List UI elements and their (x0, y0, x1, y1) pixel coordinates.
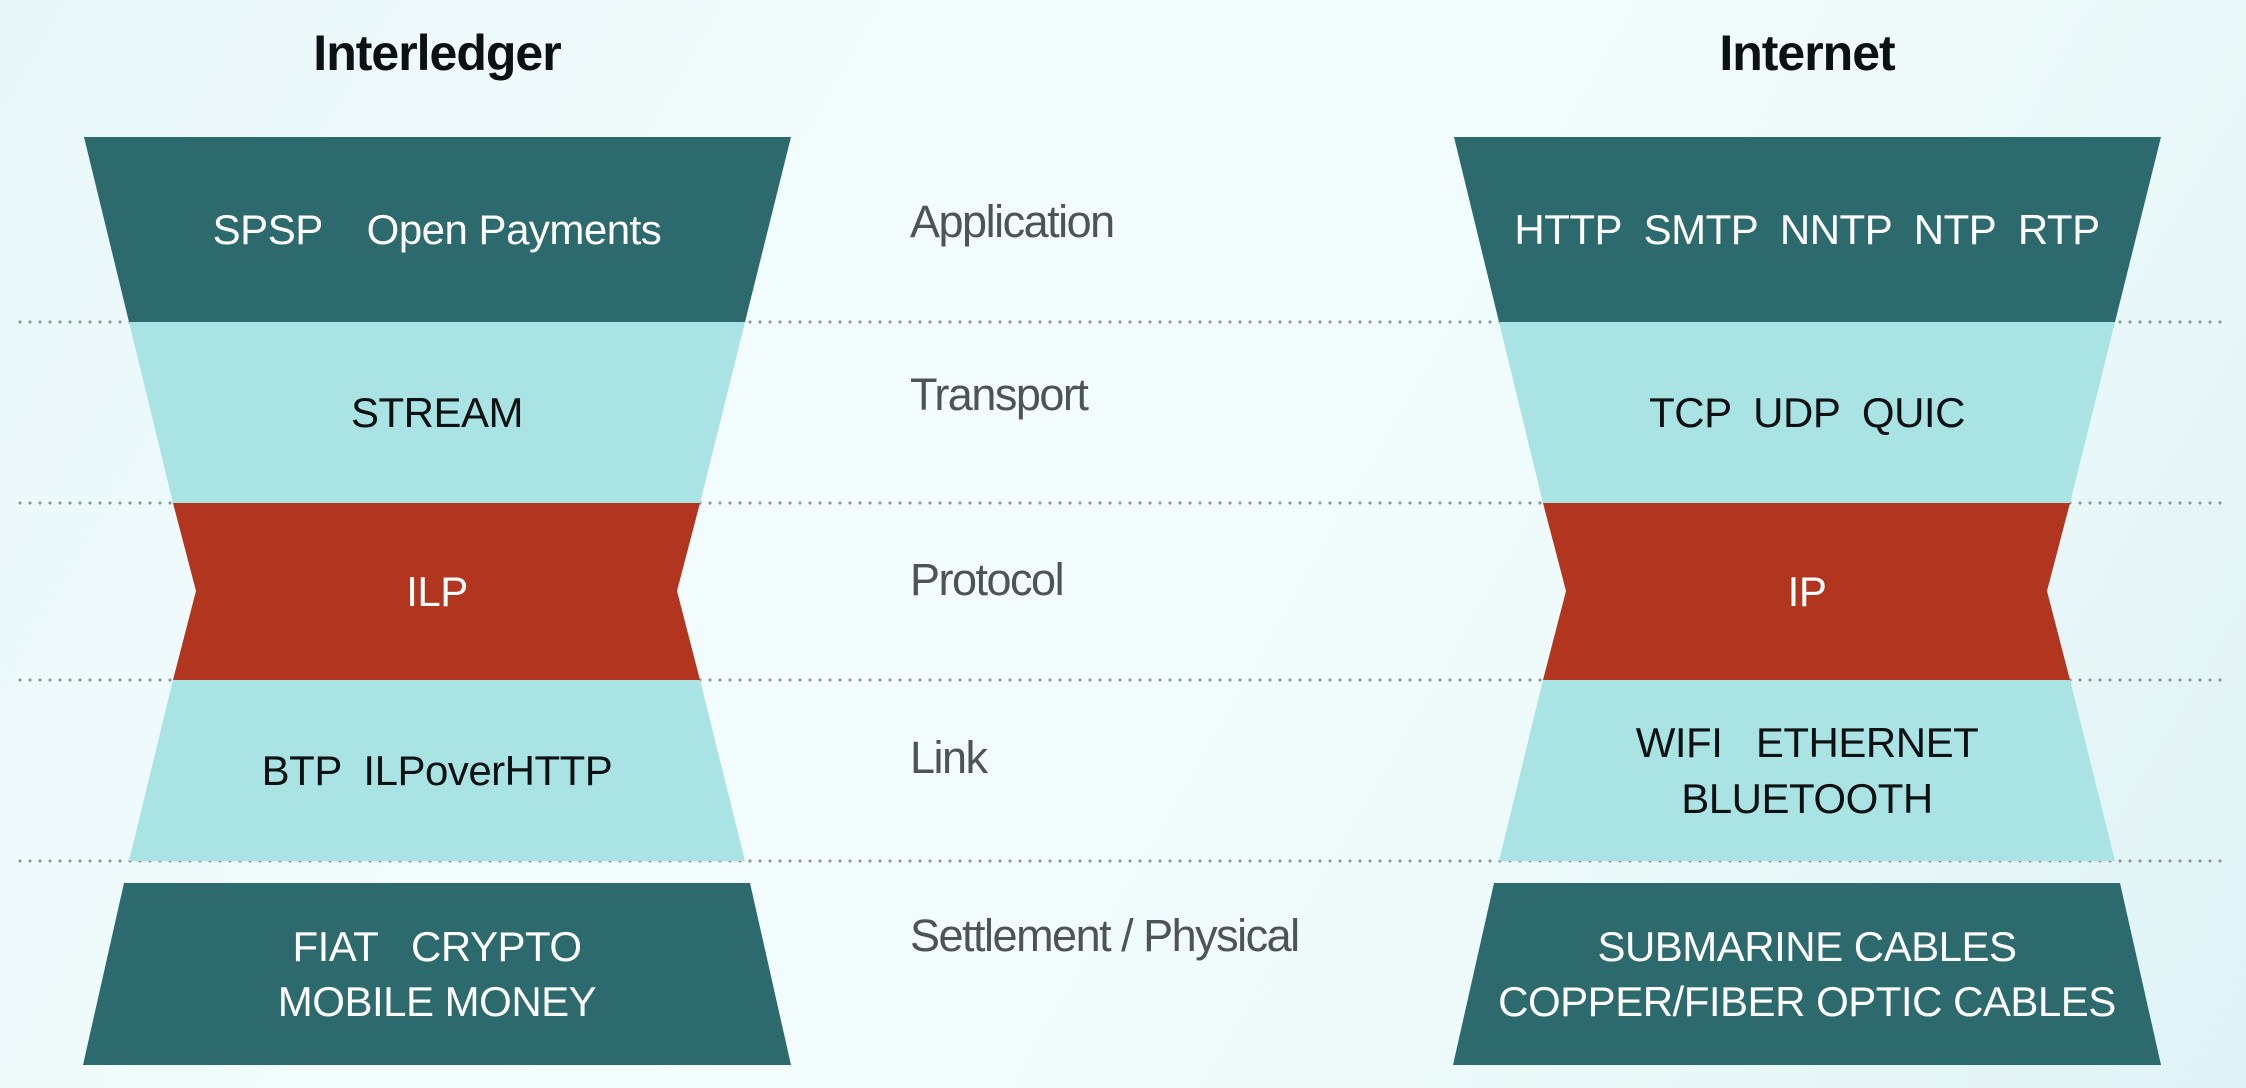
right-settlement-band (1453, 883, 2161, 1065)
right-application-band (1454, 137, 2161, 322)
right-settlement-text: SUBMARINE CABLES COPPER/FIBER OPTIC CABL… (1498, 883, 2116, 1065)
right-transport-text: TCP UDP QUIC (1649, 388, 1965, 436)
left-settlement-text: FIAT CRYPTO MOBILE MONEY (137, 883, 737, 1065)
left-application-band (84, 137, 791, 322)
right-stack-title: Internet (1719, 25, 1895, 81)
left-settlement-line2: MOBILE MONEY (277, 978, 597, 1025)
right-link-text: WIFI ETHERNET BLUETOOTH (1507, 680, 2107, 861)
right-application-text: HTTP SMTP NNTP NTP RTP (1514, 205, 2100, 253)
right-protocol-band (1543, 503, 2070, 680)
right-settlement-line2: COPPER/FIBER OPTIC CABLES (1498, 978, 2116, 1025)
left-link-band (129, 680, 745, 861)
right-link-line1: WIFI ETHERNET (1635, 719, 1979, 767)
left-application-text: SPSP Open Payments (212, 205, 662, 253)
right-transport-band (1499, 322, 2115, 503)
right-protocol-text: IP (1787, 567, 1827, 615)
separator-application-transport (18, 320, 2228, 324)
layer-label-transport: Transport (910, 369, 1089, 420)
left-protocol-band (173, 503, 700, 680)
right-link-band (1499, 680, 2115, 861)
left-transport-text: STREAM (350, 388, 524, 436)
left-settlement-line1: FIAT CRYPTO (292, 922, 582, 970)
right-link-line2: BLUETOOTH (1681, 774, 1933, 822)
left-stack-title: Interledger (313, 25, 561, 81)
left-link-text: BTP ILPoverHTTP (261, 746, 613, 794)
left-transport-band (129, 322, 745, 503)
right-settlement-line1: SUBMARINE CABLES (1597, 922, 2017, 970)
left-protocol-text: ILP (406, 567, 468, 615)
layer-label-application: Application (910, 196, 1115, 247)
layer-label-protocol: Protocol (910, 554, 1065, 605)
separator-transport-protocol (18, 501, 2228, 505)
left-settlement-band (83, 883, 791, 1065)
separator-link-settlement (18, 859, 2228, 863)
layer-label-settlement: Settlement / Physical (910, 910, 1300, 961)
layer-label-link: Link (910, 732, 988, 783)
separator-protocol-link (18, 678, 2228, 682)
